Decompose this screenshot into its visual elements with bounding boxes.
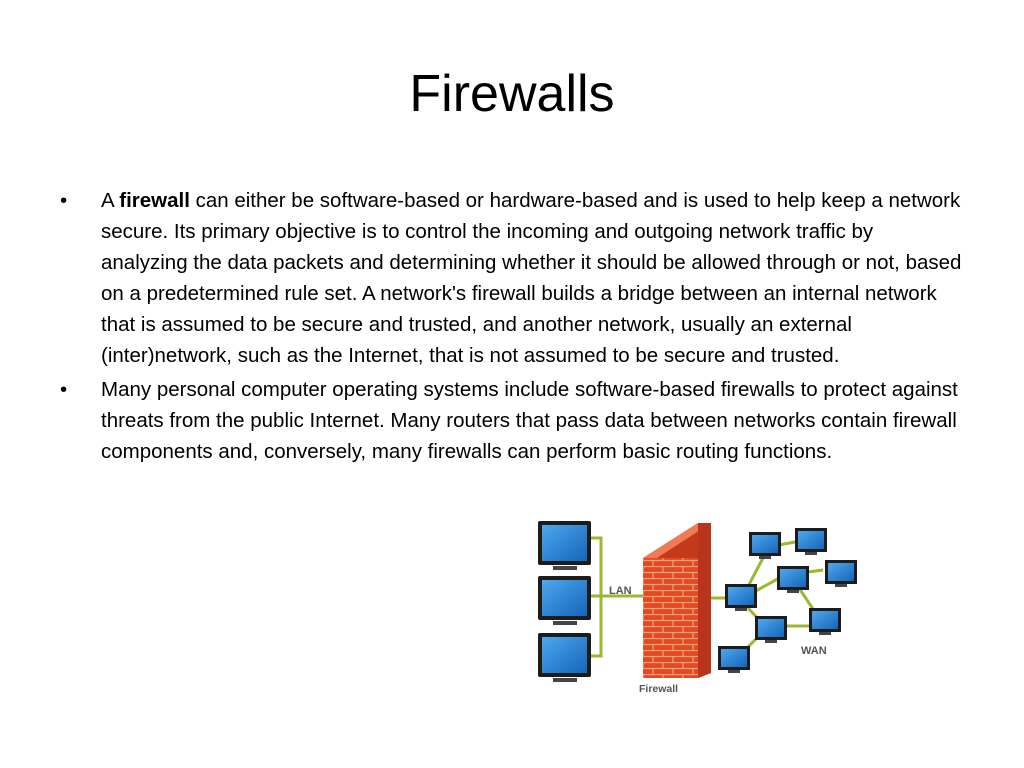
lan-label: LAN [609, 585, 632, 597]
wan-label: WAN [801, 645, 827, 657]
bullet-body: Many personal computer operating systems… [101, 378, 958, 463]
lan-monitor-icon [538, 576, 591, 625]
lan-monitor-icon [538, 633, 591, 682]
wan-monitor-icon [809, 608, 841, 635]
bullet-list: • A firewall can either be software-base… [60, 185, 965, 470]
wan-monitor-icon [749, 532, 781, 559]
wan-monitor-icon [777, 566, 809, 593]
brick-wall-icon [643, 523, 711, 678]
wan-monitor-icon [825, 560, 857, 587]
wan-monitor-icon [755, 616, 787, 643]
wan-monitor-icon [718, 646, 750, 673]
bullet-body: can either be software-based or hardware… [101, 189, 962, 367]
wan-monitor-icon [795, 528, 827, 555]
bullet-marker: • [60, 189, 68, 212]
bullet-prefix: A [101, 189, 120, 212]
slide-title: Firewalls [409, 65, 615, 123]
bullet-marker: • [60, 378, 68, 401]
lan-wires [591, 536, 643, 658]
firewall-label: Firewall [639, 683, 678, 695]
bullet-text: A firewall can either be software-based … [101, 189, 961, 367]
bullet-item-firewall-definition: • A firewall can either be software-base… [60, 185, 965, 371]
wan-monitor-icon [725, 584, 757, 611]
bullet-bold-term: firewall [119, 189, 190, 212]
firewall-diagram-svg: LAN Firewall [538, 521, 857, 695]
lan-monitor-icon [538, 521, 591, 570]
bullet-item-os-firewalls: • Many personal computer operating syste… [60, 374, 965, 467]
firewall-network-diagram: LAN Firewall [533, 518, 863, 698]
